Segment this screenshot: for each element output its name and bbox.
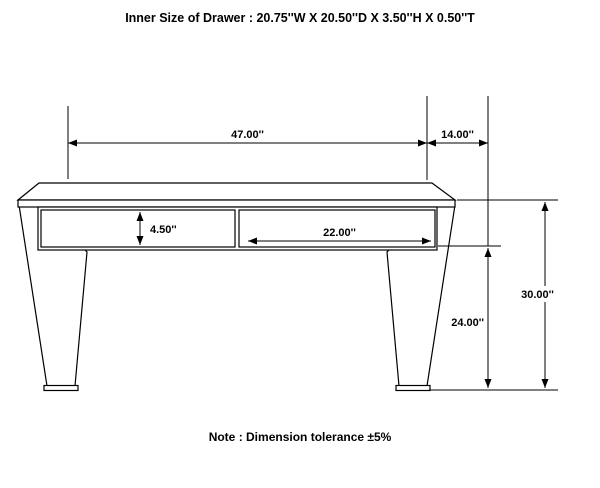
dimension-label-backing (514, 286, 561, 302)
desk-top-surface (16, 182, 457, 201)
desk-top-front-edge (17, 199, 456, 208)
dimension-label-overall-height: 30.00'' (521, 289, 554, 301)
dimension-label-leg-height: 24.00'' (451, 317, 484, 329)
dimension-label-drawer-height: 4.50'' (150, 224, 177, 236)
dimension-label-drawer-width: 22.00'' (323, 227, 356, 239)
dimension-leg-height: 24.00'' (451, 248, 492, 388)
dimension-label-top-depth: 14.00'' (441, 129, 474, 141)
dimension-label-top-width: 47.00'' (231, 129, 264, 141)
dimension-drawer-height: 4.50'' (136, 212, 177, 245)
dimension-drawer-width: 22.00'' (248, 227, 431, 245)
dimension-top-width: 47.00'' (68, 129, 427, 147)
dimension-top-depth: 14.00'' (427, 129, 488, 147)
right-leg-foot (395, 384, 431, 392)
tolerance-note: Note : Dimension tolerance ±5% (208, 430, 392, 444)
desk-body (16, 182, 457, 251)
left-leg-foot (43, 384, 79, 392)
drawer-inner-size-title: Inner Size of Drawer : 20.75''W X 20.50'… (125, 11, 475, 25)
extension-lines (67, 96, 558, 391)
dimension-overall-height: 30.00'' (514, 202, 561, 388)
left-drawer-front (40, 209, 236, 248)
